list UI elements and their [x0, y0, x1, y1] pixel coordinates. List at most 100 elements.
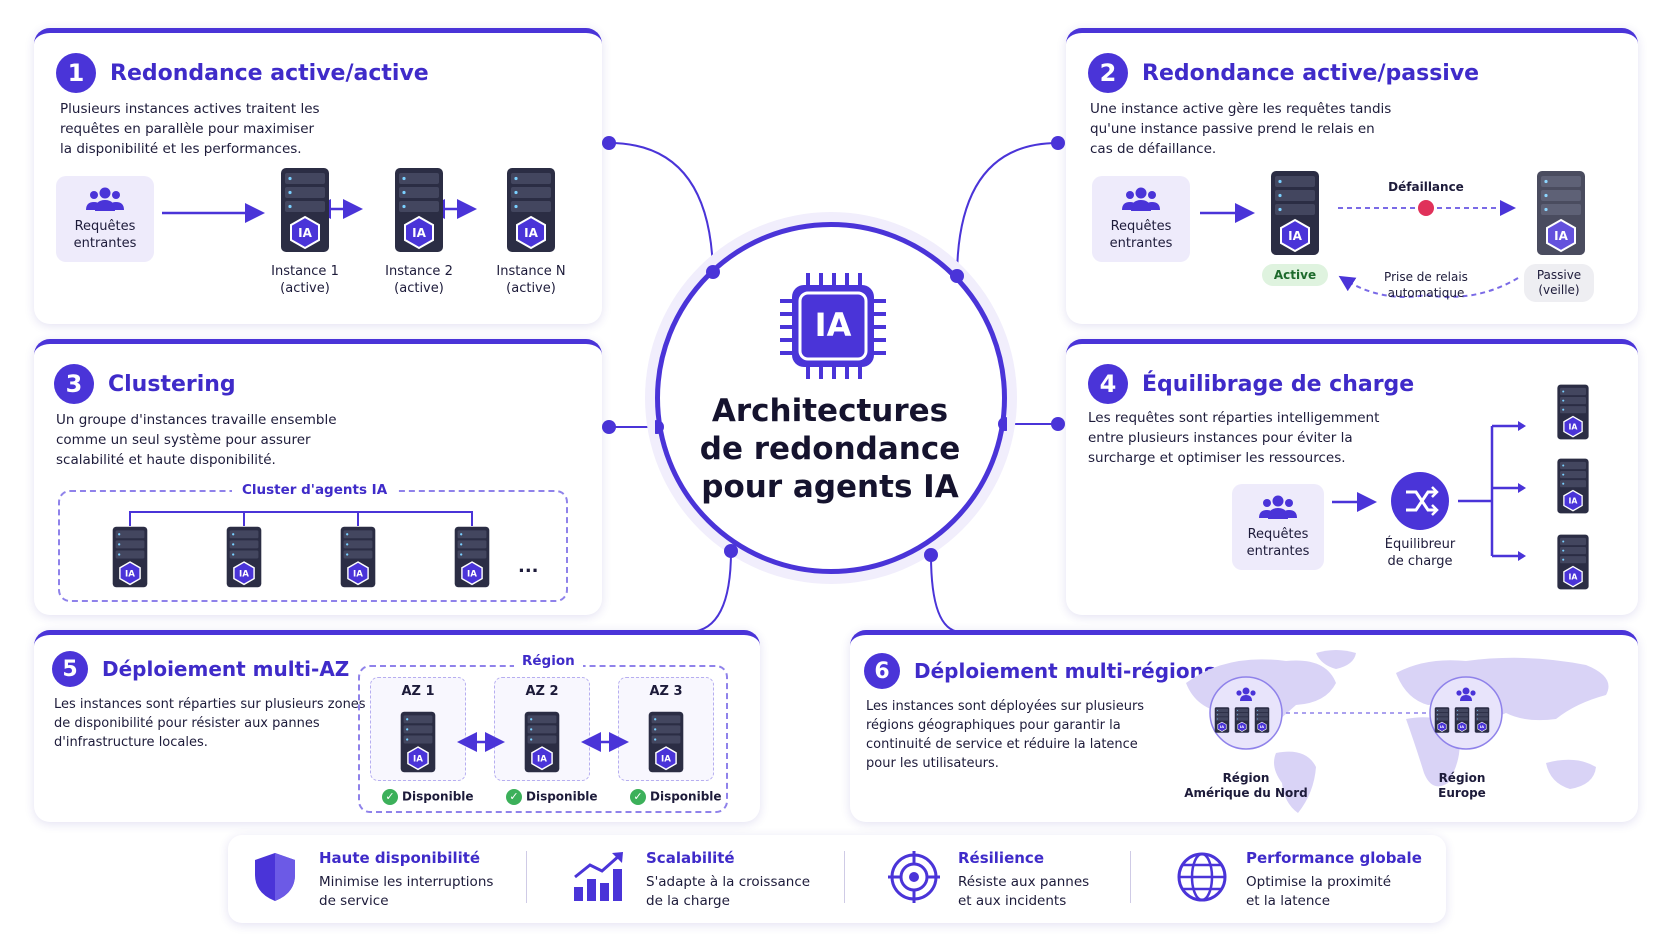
active-badge: Active: [1262, 264, 1328, 286]
server-instance-n: IA: [506, 167, 556, 253]
card-number: 3: [54, 364, 94, 404]
check-icon: ✓: [630, 789, 646, 805]
card-description: Les instances sont réparties sur plusieu…: [54, 697, 366, 750]
az-2-label: AZ 2: [525, 684, 559, 699]
card-multi-az: 5 Déploiement multi-AZ Les instances son…: [34, 630, 760, 822]
card-number: 4: [1088, 364, 1128, 404]
instance-2-label: Instance 2(active): [385, 264, 453, 296]
az-2-server: IA: [523, 711, 561, 773]
center-hub: [655, 222, 1007, 574]
instance-n-label: Instance N(active): [496, 264, 566, 296]
server-ia-label: IA: [353, 569, 363, 579]
na-server-2: IA: [1234, 707, 1250, 733]
eu-server-2: IA: [1454, 707, 1470, 733]
divider: [526, 851, 527, 903]
card-title: Déploiement multi-régions: [914, 659, 1216, 683]
card-title: Déploiement multi-AZ: [102, 657, 350, 681]
region-label: Région: [514, 653, 583, 669]
ai-chip-icon: IA: [778, 271, 888, 381]
feature-title: Performance globale: [1246, 849, 1422, 867]
check-icon: ✓: [506, 789, 522, 805]
na-server-3: IA: [1254, 707, 1270, 733]
passive-badge: Passive(veille): [1524, 264, 1594, 302]
card-description: Plusieurs instances actives traitent les…: [60, 101, 320, 157]
card-multi-region: 6 Déploiement multi-régions Les instance…: [850, 630, 1638, 822]
eu-server-1: IA: [1434, 707, 1450, 733]
server-ia-label: IA: [1480, 725, 1484, 729]
server-passive: IA: [1536, 170, 1586, 256]
lb-server-2: IA: [1556, 458, 1590, 514]
server-ia-label: IA: [524, 226, 538, 240]
more-ellipsis: ...: [518, 556, 539, 577]
az-1-server: IA: [399, 711, 437, 773]
divider: [844, 851, 845, 903]
server-instance-2: IA: [394, 167, 444, 253]
card-clustering: 3 Clustering Un groupe d'instances trava…: [34, 339, 602, 615]
card-description: Les instances sont déployées sur plusieu…: [866, 699, 1145, 771]
instance-1-label: Instance 1(active): [271, 264, 339, 296]
az-arrows: [457, 732, 629, 752]
card-title: Équilibrage de charge: [1142, 371, 1415, 397]
az-2-status: ✓Disponible: [506, 789, 598, 805]
server-ia-label: IA: [661, 754, 671, 764]
server-ia-label: IA: [1569, 573, 1578, 582]
card-description: Une instance active gère les requêtes ta…: [1090, 101, 1392, 157]
center-title: Architectures de redondance pour agents …: [680, 392, 980, 506]
card-number: 5: [52, 651, 88, 687]
az-3-label: AZ 3: [649, 684, 683, 699]
server-ia-label: IA: [537, 754, 547, 764]
card-title: Redondance active/passive: [1142, 60, 1480, 86]
growth-chart-icon: [574, 852, 623, 901]
card-description: Les requêtes sont réparties intelligemme…: [1088, 410, 1380, 466]
server-ia-label: IA: [1260, 725, 1264, 729]
divider: [1130, 851, 1131, 903]
az-3-server: IA: [647, 711, 685, 773]
card4-arrows: [1332, 421, 1526, 561]
center-title-line-3: pour agents IA: [701, 469, 959, 505]
server-active: IA: [1270, 170, 1320, 256]
card-number: 2: [1088, 53, 1128, 93]
cluster-server-4: IA: [453, 526, 491, 588]
chip-label: IA: [814, 306, 852, 344]
globe-icon: [1177, 852, 1227, 902]
cluster-server-3: IA: [339, 526, 377, 588]
card-title: Redondance active/active: [110, 60, 429, 86]
server-ia-label: IA: [1569, 423, 1578, 432]
feature-title: Scalabilité: [646, 849, 735, 867]
az-1-status: ✓Disponible: [382, 789, 474, 805]
server-ia-label: IA: [1220, 725, 1224, 729]
az-1-label: AZ 1: [401, 684, 435, 699]
check-icon: ✓: [382, 789, 398, 805]
feature-title: Résilience: [958, 849, 1044, 867]
failure-label: Défaillance: [1388, 180, 1464, 194]
server-ia-label: IA: [125, 569, 135, 579]
card-title: Clustering: [108, 371, 236, 397]
center-title-line-1: Architectures: [711, 393, 949, 429]
cluster-bus: [129, 511, 473, 526]
card-active-passive: 2 Redondance active/passive Une instance…: [1066, 28, 1638, 324]
shield-icon: [255, 853, 295, 901]
benefits-bar: Haute disponibilité Minimise les interru…: [228, 835, 1446, 923]
server-ia-label: IA: [239, 569, 249, 579]
server-instance-1: IA: [280, 167, 330, 253]
card-load-balancing: 4 Équilibrage de charge Les requêtes son…: [1066, 339, 1638, 615]
card2-arrows: [1200, 200, 1519, 298]
server-ia-label: IA: [1460, 725, 1464, 729]
server-ia-label: IA: [1240, 725, 1244, 729]
server-ia-label: IA: [298, 226, 312, 240]
eu-server-3: IA: [1474, 707, 1490, 733]
card-active-active: 1 Redondance active/active Plusieurs ins…: [34, 28, 602, 324]
lb-server-1: IA: [1556, 384, 1590, 440]
target-icon: [888, 851, 940, 903]
server-ia-label: IA: [412, 226, 426, 240]
feature-title: Haute disponibilité: [319, 849, 481, 867]
cluster-server-1: IA: [111, 526, 149, 588]
